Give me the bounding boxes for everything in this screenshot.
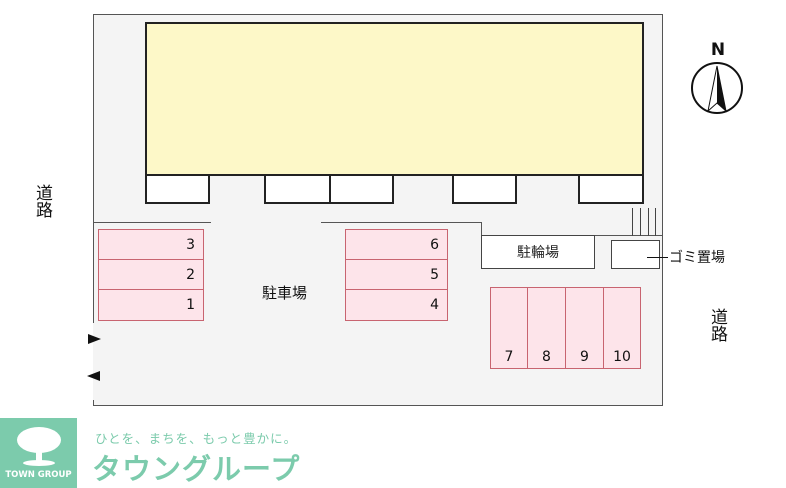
parking-space-6: 6 (345, 229, 448, 260)
parking-space-3: 3 (98, 229, 204, 260)
parking-space-8: 8 (527, 287, 566, 369)
parking-space-10: 10 (603, 287, 641, 369)
parking-space-9: 9 (565, 287, 604, 369)
balcony (329, 174, 394, 204)
north-label: N (710, 40, 726, 60)
leader-line (647, 257, 668, 258)
parking-space-5: 5 (345, 259, 448, 290)
parking-space-4: 4 (345, 289, 448, 321)
logo-brand-text: TOWN GROUP (5, 470, 72, 480)
lot-boundary-left-lower (93, 400, 94, 406)
wall (594, 235, 662, 236)
garbage-area (611, 240, 660, 269)
parking-space-2: 2 (98, 259, 204, 290)
wall (321, 222, 481, 223)
north-compass-icon: N (690, 40, 746, 116)
garbage-area-label: ゴミ置場 (669, 250, 725, 266)
balcony (264, 174, 331, 204)
parking-space-1: 1 (98, 289, 204, 321)
parking-space-7: 7 (490, 287, 528, 369)
logo-name: タウングループ (92, 452, 301, 486)
building (145, 22, 644, 176)
wall (481, 222, 482, 236)
stairs (632, 208, 656, 236)
bicycle-parking-label: 駐輪場 (517, 245, 559, 261)
logo-tagline: ひとを、まちを、もっと豊かに。 (95, 431, 298, 446)
road-label-right: 道路 (707, 308, 727, 342)
logo-mark: TOWN GROUP (0, 418, 77, 488)
entry-arrow-icon (88, 334, 101, 344)
balcony (452, 174, 517, 204)
road-label-left: 道路 (32, 184, 52, 218)
parking-lot-label: 駐車場 (262, 284, 308, 302)
balcony (578, 174, 644, 204)
exit-arrow-icon (87, 371, 100, 381)
bicycle-parking: 駐輪場 (481, 235, 595, 269)
lot-boundary-left (93, 14, 94, 323)
wall (93, 222, 211, 223)
balcony (145, 174, 210, 204)
